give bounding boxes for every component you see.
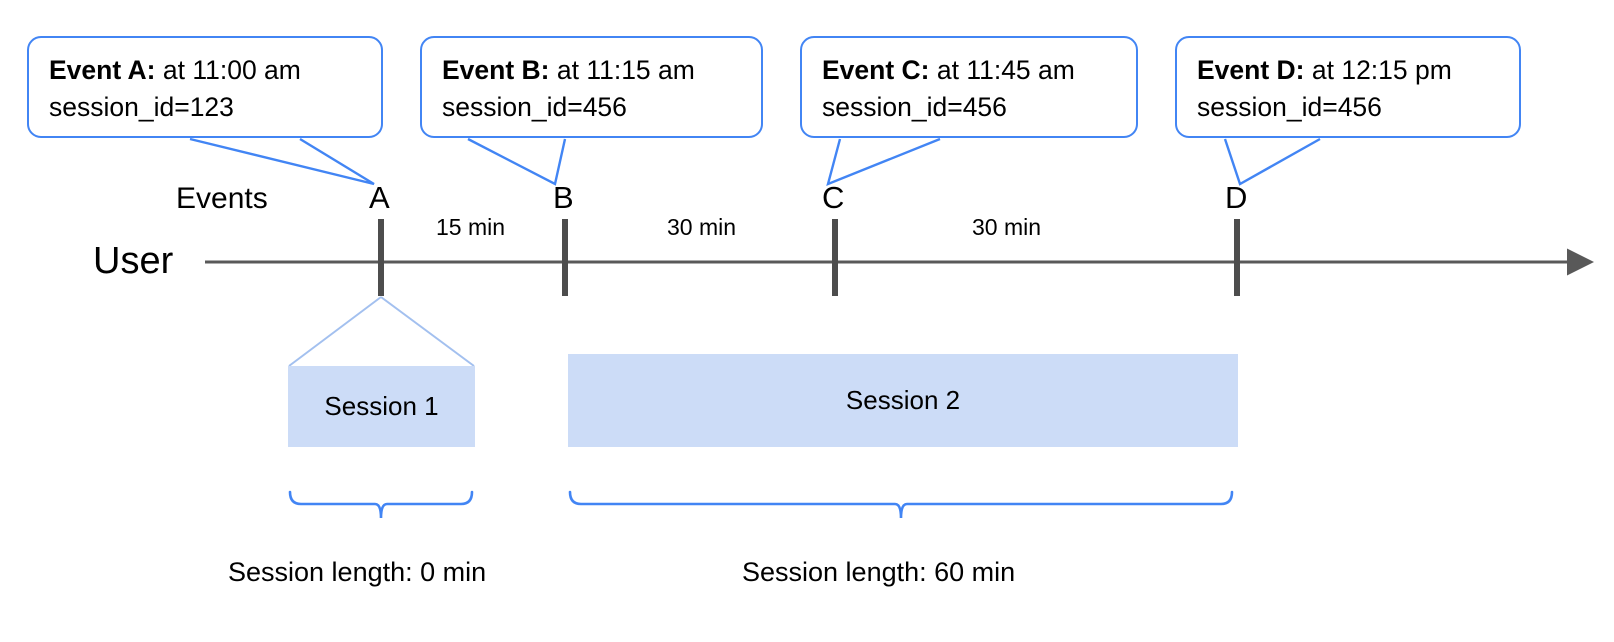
callout-tail-b: [467, 137, 567, 186]
callout-event-d: Event D: at 12:15 pm session_id=456: [1175, 36, 1521, 138]
session-box-1-label: Session 1: [324, 391, 439, 421]
callout-c-title: Event C:: [822, 55, 930, 85]
callout-tail-d: [1223, 137, 1321, 186]
tick-letter-d: D: [1225, 180, 1248, 215]
session-box-1: Session 1: [288, 366, 475, 447]
callout-b-title: Event B:: [442, 55, 550, 85]
callout-tail-a: [189, 137, 375, 186]
tick-letter-c: C: [822, 180, 845, 215]
callout-d-title: Event D:: [1197, 55, 1305, 85]
gap-label-a-b: 15 min: [436, 214, 506, 240]
callout-d-time: at 12:15 pm: [1304, 55, 1452, 85]
session-1-bracket: [288, 490, 474, 519]
tick-letter-b: B: [553, 180, 574, 215]
session-1-connector: [288, 296, 475, 367]
callout-a-line1: Event A: at 11:00 am: [49, 52, 365, 89]
callout-c-line2: session_id=456: [822, 91, 1007, 122]
lane-label-user: User: [93, 240, 174, 282]
lane-label-events: Events: [176, 182, 268, 215]
session-2-bracket: [568, 490, 1234, 519]
session-box-2: Session 2: [568, 354, 1238, 447]
callout-event-a: Event A: at 11:00 am session_id=123: [27, 36, 383, 138]
gap-label-b-c: 30 min: [667, 214, 737, 240]
gap-label-c-d: 30 min: [972, 214, 1042, 240]
callout-event-c: Event C: at 11:45 am session_id=456: [800, 36, 1138, 138]
callout-c-time: at 11:45 am: [929, 55, 1075, 85]
callout-a-title: Event A:: [49, 55, 156, 85]
callout-a-line2: session_id=123: [49, 91, 234, 122]
callout-d-line1: Event D: at 12:15 pm: [1197, 52, 1503, 89]
callout-b-line1: Event B: at 11:15 am: [442, 52, 745, 89]
session-box-2-label: Session 2: [845, 385, 961, 415]
session-2-length-label: Session length: 60 min: [742, 557, 1016, 587]
callout-c-line1: Event C: at 11:45 am: [822, 52, 1120, 89]
callout-d-line2: session_id=456: [1197, 91, 1382, 122]
callout-a-time: at 11:00 am: [155, 55, 301, 85]
callout-b-line2: session_id=456: [442, 91, 627, 122]
tick-letter-a: A: [369, 180, 390, 215]
callout-b-time: at 11:15 am: [549, 55, 695, 85]
callout-tail-c: [826, 137, 941, 187]
session-1-length-label: Session length: 0 min: [228, 557, 487, 587]
callout-event-b: Event B: at 11:15 am session_id=456: [420, 36, 763, 138]
